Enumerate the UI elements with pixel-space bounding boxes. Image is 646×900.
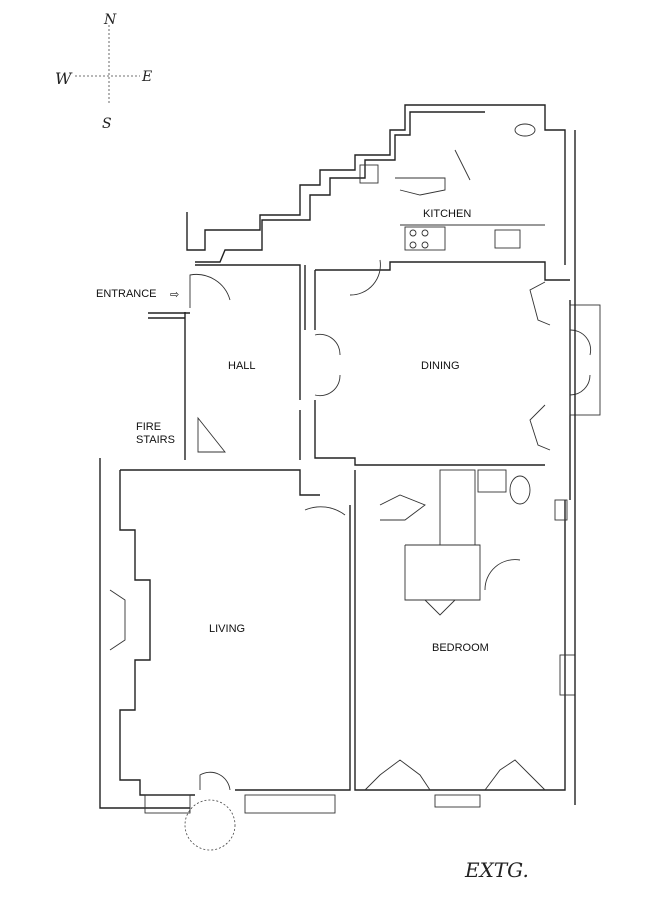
room-label-bedroom: BEDROOM (432, 642, 489, 654)
compass-east: E (141, 69, 152, 85)
compass-west: W (55, 69, 73, 88)
room-label-living: LIVING (209, 623, 245, 635)
fire-stairs-label-line2: STAIRS (136, 434, 175, 446)
entrance-door (189, 274, 231, 308)
hall-walls (184, 264, 306, 460)
bedroom-walls (354, 469, 576, 808)
entrance-label: ENTRANCE (96, 288, 157, 300)
kitchen-walls (186, 104, 566, 265)
signature: EXTG. (464, 858, 529, 882)
living-walls (99, 458, 351, 851)
compass: N E S W (55, 12, 152, 132)
fire-stairs-label-line1: FIRE (136, 421, 161, 433)
entrance-arrow-icon: ⇨ (170, 289, 179, 301)
compass-north: N (103, 12, 117, 28)
room-label-hall: HALL (228, 360, 256, 372)
dining-walls (314, 259, 601, 500)
compass-south: S (102, 116, 112, 132)
room-label-dining: DINING (421, 360, 460, 372)
room-label-kitchen: KITCHEN (423, 208, 471, 220)
